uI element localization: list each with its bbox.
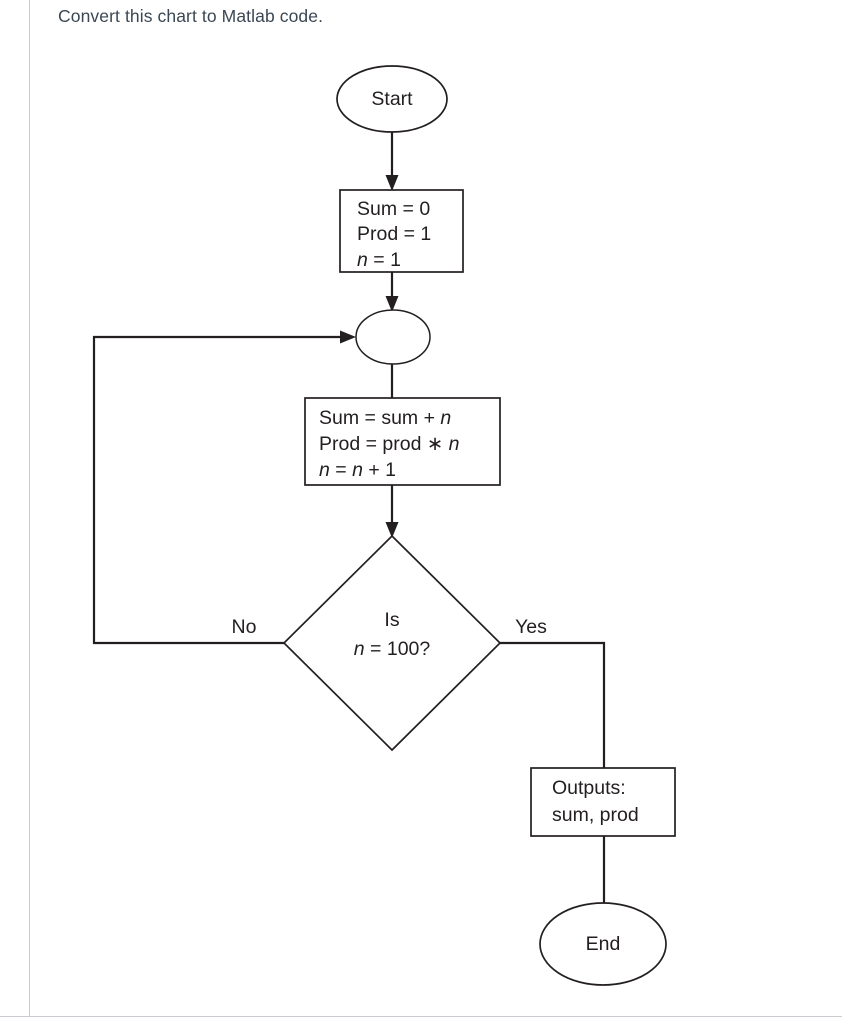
edge-decision-no-to-connector	[92, 330, 356, 645]
edge-start-to-init	[385, 132, 399, 191]
node-start: Start	[336, 65, 448, 133]
node-outputs-line-2: sum, prod	[552, 804, 639, 826]
node-init-line-1: Sum = 0	[357, 198, 430, 220]
node-init-line-3: n = 1	[357, 249, 401, 271]
node-decision: Is n = 100?	[282, 534, 502, 752]
node-accumulate-line-1: Sum = sum + n	[319, 407, 451, 429]
edge-label-no: No	[232, 616, 257, 638]
edge-accumulate-to-decision	[385, 485, 399, 538]
node-accumulate-line-2: Prod = prod ∗ n	[319, 433, 459, 455]
edge-decision-yes-to-outputs	[500, 641, 606, 768]
edge-init-to-connector	[385, 272, 399, 312]
node-init: Sum = 0 Prod = 1 n = 1	[339, 189, 464, 273]
node-end-label: End	[586, 933, 621, 955]
prompt-text: Convert this chart to Matlab code.	[58, 6, 324, 26]
node-outputs-line-1: Outputs:	[552, 777, 626, 799]
node-decision-line-1: Is	[384, 609, 399, 631]
flowchart-edges	[92, 132, 606, 903]
node-decision-line-2: n = 100?	[354, 638, 431, 660]
node-accumulate: Sum = sum + n Prod = prod ∗ n n = n + 1	[304, 397, 501, 486]
node-init-line-2: Prod = 1	[357, 223, 431, 245]
node-accumulate-line-3: n = n + 1	[319, 459, 396, 481]
edge-label-yes: Yes	[515, 616, 547, 638]
node-outputs: Outputs: sum, prod	[530, 767, 676, 837]
node-start-label: Start	[371, 88, 413, 110]
node-end: End	[539, 902, 667, 986]
flowchart-nodes: Start Sum = 0 Prod = 1 n = 1 Sum = sum +…	[282, 65, 676, 986]
flowchart-edge-labels: No Yes	[232, 616, 548, 638]
node-loop-connector	[355, 309, 431, 365]
